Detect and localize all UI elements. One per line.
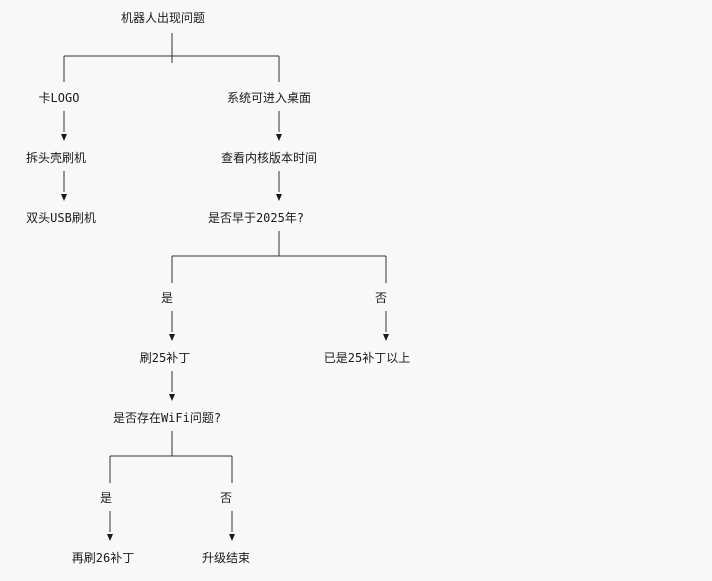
arrow-down-icon <box>107 534 113 541</box>
dual-usb-flash-node: 双头USB刷机 <box>26 211 96 225</box>
kernel-no-label: 否 <box>374 291 388 305</box>
arrow-down-icon <box>61 194 67 201</box>
wifi-no-label: 否 <box>219 491 233 505</box>
arrow-down-icon <box>276 134 282 141</box>
patch26-node: 再刷26补丁 <box>71 551 135 565</box>
arrow-down-icon <box>61 134 67 141</box>
arrow-down-icon <box>169 394 175 401</box>
check-kernel-node: 查看内核版本时间 <box>220 151 318 165</box>
patch25-node: 刷25补丁 <box>139 351 191 365</box>
upgrade-done-node: 升级结束 <box>201 551 251 565</box>
arrow-down-icon <box>383 334 389 341</box>
stuck-logo-node: 卡LOGO <box>38 91 80 105</box>
wifi-question: 是否存在WiFi问题? <box>112 411 222 425</box>
arrow-down-icon <box>276 194 282 201</box>
root-node: 机器人出现问题 <box>120 11 206 25</box>
arrow-down-icon <box>229 534 235 541</box>
disassemble-flash-node: 拆头壳刷机 <box>25 151 87 165</box>
kernel-yes-label: 是 <box>160 291 174 305</box>
already-patched-node: 已是25补丁以上 <box>323 351 411 365</box>
desktop-accessible-node: 系统可进入桌面 <box>226 91 312 105</box>
arrow-down-icon <box>169 334 175 341</box>
wifi-yes-label: 是 <box>99 491 113 505</box>
kernel-date-question: 是否早于2025年? <box>207 211 305 225</box>
